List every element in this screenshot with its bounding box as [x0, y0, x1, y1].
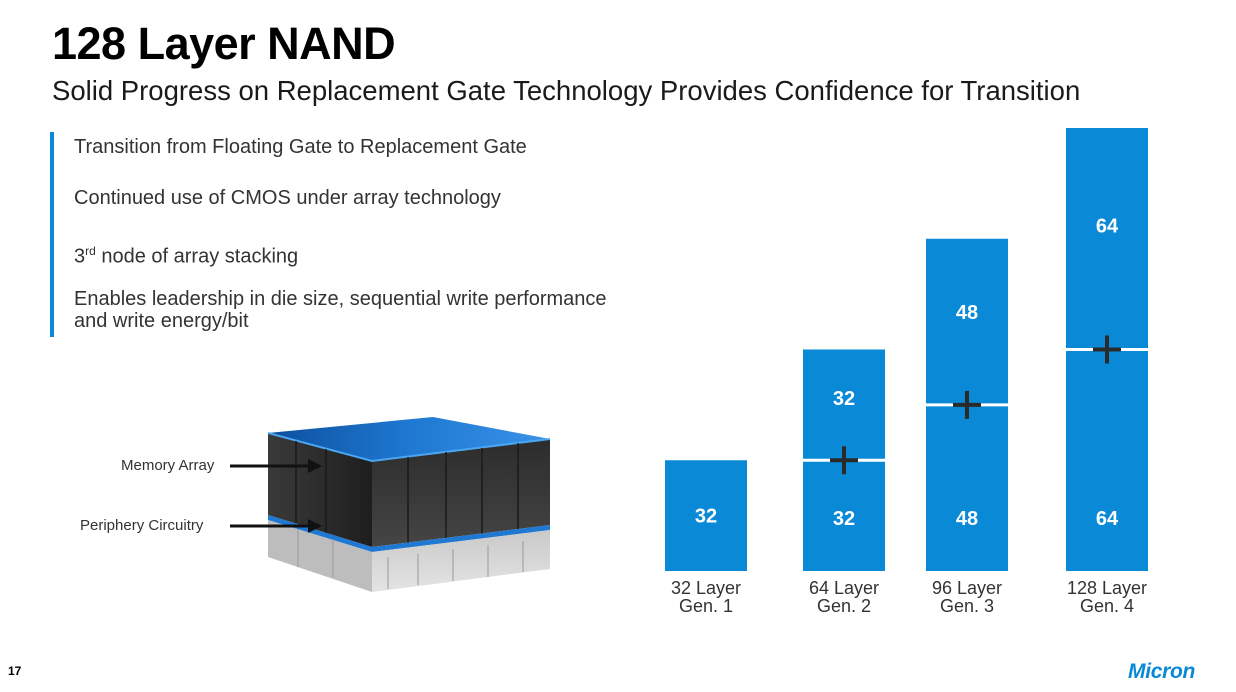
category-label: Gen. 3 [940, 596, 994, 616]
periphery-arrowhead [308, 519, 322, 533]
bullet-item: Enables leadership in die size, sequenti… [74, 288, 607, 310]
bar-1 [665, 460, 747, 571]
page-subtitle: Solid Progress on Replacement Gate Techn… [52, 75, 1081, 106]
bullet-accent-bar [50, 132, 54, 337]
bullet-item: 3rd node of array stacking [74, 240, 298, 268]
bullet-text: node of array stacking [95, 245, 299, 268]
bullet-item: and write energy/bit [74, 310, 249, 332]
category-label: 128 Layer [1067, 578, 1147, 598]
bullet-item: Transition from Floating Gate to Replace… [74, 136, 527, 158]
label-arrows [230, 459, 322, 533]
bar-value-label: 48 [956, 302, 978, 324]
category-label: Gen. 1 [679, 596, 733, 616]
page-number: 17 [8, 664, 22, 678]
page-title: 128 Layer NAND [52, 18, 396, 69]
bar-value-label: 64 [1096, 215, 1119, 237]
memory-arrowhead [308, 459, 322, 473]
memory-array-label: Memory Array [121, 457, 215, 474]
bullet-superscript: rd [85, 244, 96, 258]
bar-value-label: 48 [956, 508, 978, 530]
category-label: 64 Layer [809, 578, 879, 598]
bar-value-label: 32 [833, 508, 855, 530]
category-label: 32 Layer [671, 578, 741, 598]
bullet-text: 3 [74, 245, 86, 268]
plus-icon-v [965, 390, 969, 419]
bar-value-label: 32 [695, 506, 717, 528]
nand-chip-illustration [268, 417, 550, 592]
bar-value-label: 32 [833, 388, 855, 410]
plus-icon-v [842, 446, 846, 475]
micron-logo: Micron [1128, 660, 1196, 683]
category-label: Gen. 4 [1080, 596, 1134, 616]
category-label: Gen. 2 [817, 596, 871, 616]
bullet-item: Continued use of CMOS under array techno… [74, 187, 501, 209]
plus-icon-v [1105, 335, 1109, 364]
periphery-circuitry-label: Periphery Circuitry [80, 517, 204, 534]
category-label: 96 Layer [932, 578, 1002, 598]
bar-value-label: 64 [1096, 508, 1119, 530]
